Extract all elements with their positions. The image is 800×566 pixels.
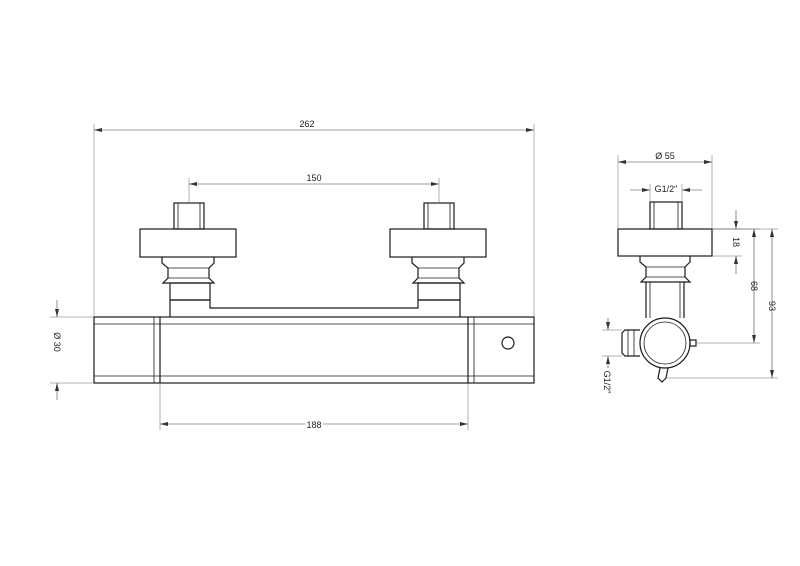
- inlet-spacing-label: 150: [306, 173, 321, 183]
- overall-length-label: 262: [299, 119, 314, 129]
- front-view: 262 150 188 Ø 30: [50, 119, 535, 432]
- dimension-height-to-axis: 68: [696, 228, 760, 344]
- dimension-body-length: 188: [159, 383, 469, 432]
- body-diameter-label: Ø 30: [52, 332, 62, 352]
- left-inlet-connector: [139, 202, 237, 301]
- dimension-top-thread: G1/2": [630, 184, 702, 202]
- nut-height-label: 18: [731, 237, 741, 247]
- total-height-label: 93: [767, 301, 777, 311]
- dimension-body-diameter: Ø 30: [50, 300, 94, 400]
- dimension-nut-height: 18: [712, 210, 742, 274]
- height-to-axis-label: 68: [749, 281, 759, 291]
- dimension-outlet-thread: G1/2": [602, 318, 622, 393]
- right-inlet-connector: [389, 202, 487, 301]
- dimension-overall-length: 262: [93, 119, 535, 317]
- dimension-inlet-spacing: 150: [188, 173, 440, 203]
- side-view: Ø 55 G1/2" 18 6: [602, 151, 778, 393]
- temperature-knob-icon: [501, 336, 515, 350]
- side-inlet-connector: [617, 201, 713, 318]
- side-body-section: [621, 317, 697, 383]
- dimension-nut-diameter: Ø 55: [617, 151, 713, 229]
- top-thread-label: G1/2": [655, 184, 678, 194]
- mixer-body: [93, 299, 535, 384]
- outlet-thread-label: G1/2": [602, 371, 612, 394]
- body-length-label: 188: [306, 420, 321, 430]
- nut-diameter-label: Ø 55: [655, 151, 675, 161]
- dimension-total-height: 93: [666, 228, 778, 379]
